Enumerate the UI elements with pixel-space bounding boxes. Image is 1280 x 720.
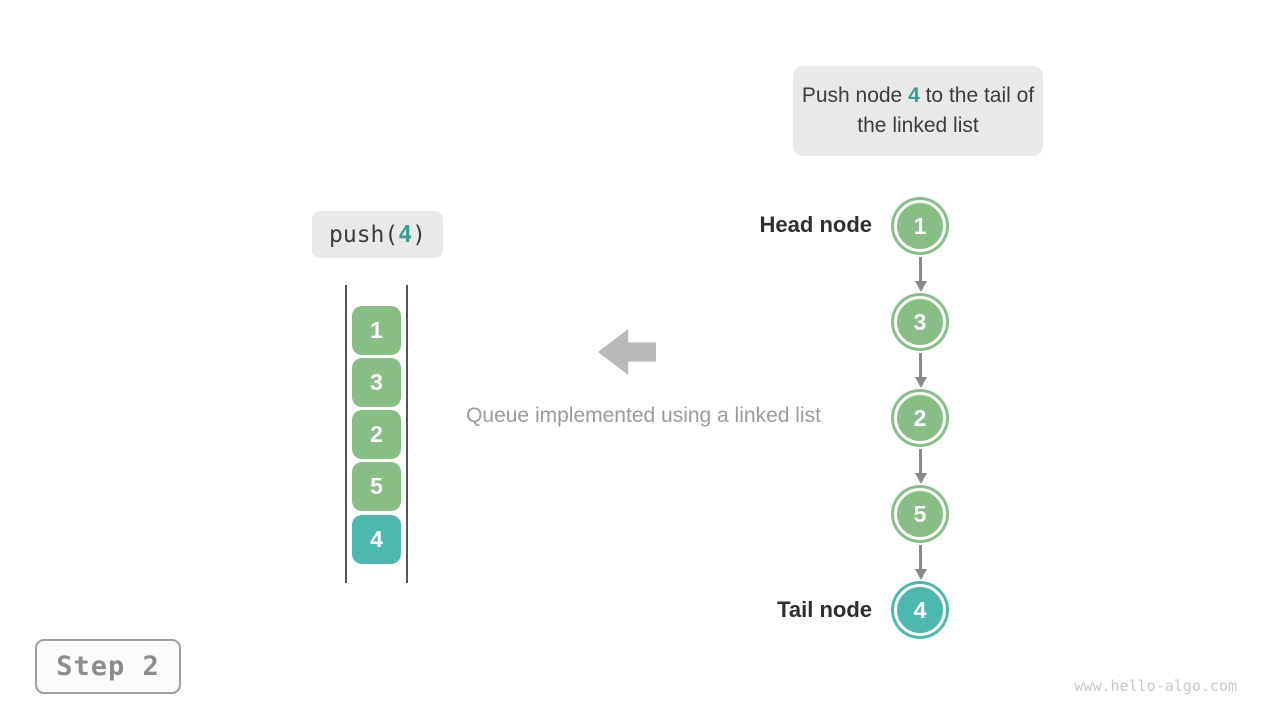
list-node: 1 <box>894 200 946 252</box>
queue-item-value: 2 <box>370 421 383 447</box>
queue-item-value: 3 <box>370 369 383 395</box>
list-node: 5 <box>894 488 946 540</box>
list-node-value: 5 <box>913 500 927 527</box>
list-node-value: 4 <box>913 596 927 623</box>
queue-wall-right <box>406 285 408 583</box>
head-node-label: Head node <box>759 212 872 237</box>
down-arrow-icon <box>914 545 927 580</box>
tail-node-label: Tail node <box>777 597 872 622</box>
queue-item-value: 4 <box>370 526 383 552</box>
queue-item: 3 <box>352 358 401 407</box>
list-node: 2 <box>894 392 946 444</box>
queue-item: 2 <box>352 410 401 459</box>
down-arrow-icon <box>914 353 927 388</box>
site-watermark: www.hello-algo.com <box>1074 677 1237 695</box>
queue-container: 1 3 2 5 4 <box>345 285 408 583</box>
list-node: 3 <box>894 296 946 348</box>
operation-text: push(4) <box>329 221 426 248</box>
list-node: 4 <box>894 584 946 636</box>
callout-text: Push node 4 to the tail of the linked li… <box>801 84 1035 137</box>
down-arrow-icon <box>914 449 927 484</box>
list-node-value: 2 <box>913 404 927 431</box>
operation-highlight-value: 4 <box>398 221 413 248</box>
list-node-value: 3 <box>913 308 927 335</box>
queue-wall-left <box>345 285 347 583</box>
callout-highlight-value: 4 <box>908 84 920 107</box>
left-block-arrow-icon <box>598 329 656 375</box>
callout-bubble: Push node 4 to the tail of the linked li… <box>793 66 1043 156</box>
queue-item: 5 <box>352 462 401 511</box>
down-arrow-icon <box>914 257 927 292</box>
step-badge: Step 2 <box>35 639 181 694</box>
queue-item-value: 1 <box>370 317 383 343</box>
queue-item: 4 <box>352 515 401 564</box>
diagram-caption: Queue implemented using a linked list <box>466 404 821 427</box>
queue-item-value: 5 <box>370 473 383 499</box>
list-node-value: 1 <box>913 212 927 239</box>
operation-label: push(4) <box>312 211 443 258</box>
queue-item: 1 <box>352 306 401 355</box>
